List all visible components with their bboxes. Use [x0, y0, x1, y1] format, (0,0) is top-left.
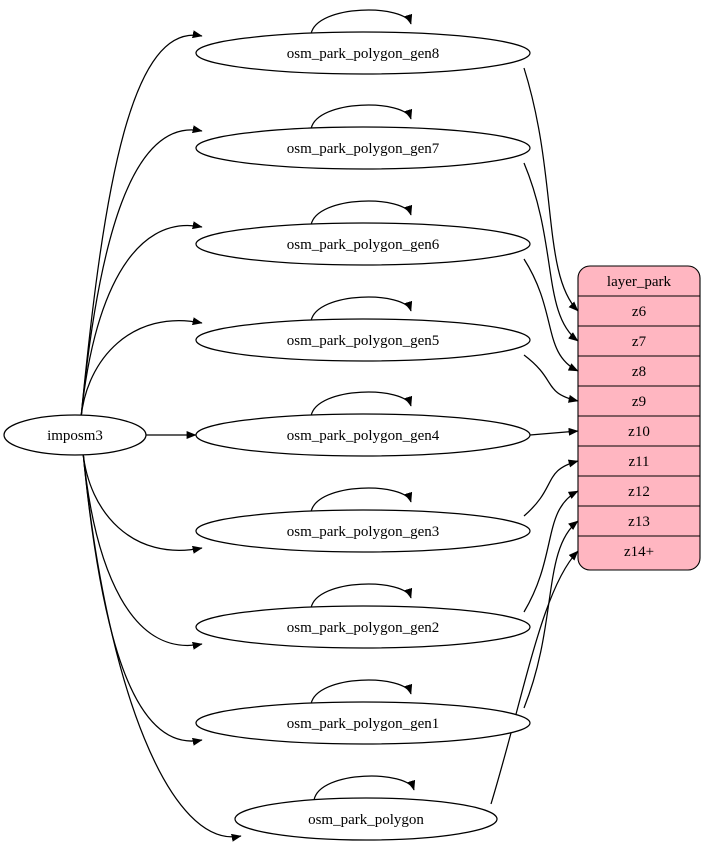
node-label-osm_park_polygon_gen7: osm_park_polygon_gen7	[287, 141, 440, 157]
table-row-label-z13[interactable]: z13	[628, 514, 650, 530]
table-header-label[interactable]: layer_park	[607, 274, 672, 290]
edge-imposm3-to-osm_park_polygon_gen8	[80, 30, 203, 419]
node-osm_park_polygon_gen6[interactable]	[195, 222, 531, 266]
edges-self-loops	[310, 9, 416, 801]
edge-osm_park_polygon_gen2-to-z12	[523, 490, 579, 613]
self-loop-osm_park_polygon_gen3	[310, 487, 413, 513]
edge-imposm3-to-osm_park_polygon	[82, 451, 242, 842]
table-row-label-z11[interactable]: z11	[628, 454, 649, 470]
node-label-osm_park_polygon_gen5: osm_park_polygon_gen5	[287, 333, 439, 349]
node-osm_park_polygon[interactable]	[234, 797, 498, 841]
self-loop-osm_park_polygon_gen7	[310, 104, 413, 130]
node-label-osm_park_polygon: osm_park_polygon	[308, 812, 424, 828]
self-loop-osm_park_polygon	[313, 775, 416, 801]
layer-park-table: layer_park z6 z7 z8 z9 z10 z11 z12 z13 z14+	[577, 265, 701, 571]
edge-osm_park_polygon_gen7-to-z7	[523, 162, 579, 342]
edge-imposm3-to-osm_park_polygon_gen6	[80, 221, 203, 419]
self-loop-osm_park_polygon_gen8	[310, 9, 413, 35]
table-row-label-z14+[interactable]: z14+	[624, 544, 654, 560]
edge-osm_park_polygon_gen8-to-z6	[523, 67, 579, 312]
node-label-osm_park_polygon_gen8: osm_park_polygon_gen8	[287, 46, 439, 62]
node-label-osm_park_polygon_gen2: osm_park_polygon_gen2	[287, 620, 439, 636]
node-label-imposm3: imposm3	[47, 428, 103, 444]
edge-osm_park_polygon_gen3-to-z11	[523, 459, 579, 517]
edge-imposm3-to-osm_park_polygon_gen5	[80, 317, 203, 419]
table-row-label-z9[interactable]: z9	[632, 394, 646, 410]
node-osm_park_polygon_gen5[interactable]	[195, 318, 531, 362]
edge-osm_park_polygon_gen5-to-z9	[523, 354, 579, 403]
node-osm_park_polygon_gen4[interactable]	[195, 413, 531, 457]
edge-imposm3-to-osm_park_polygon_gen7	[80, 125, 203, 419]
node-label-osm_park_polygon_gen3: osm_park_polygon_gen3	[287, 524, 439, 540]
table-row-label-z6[interactable]: z6	[632, 304, 647, 320]
node-osm_park_polygon_gen1[interactable]	[195, 701, 531, 745]
self-loop-osm_park_polygon_gen6	[310, 200, 413, 226]
node-group: osm_park_polygon_gen8 osm_park_polygon_ge…	[3, 31, 531, 841]
self-loop-osm_park_polygon_gen4	[310, 391, 413, 417]
edge-imposm3-to-osm_park_polygon_gen3	[82, 451, 203, 554]
edge-osm_park_polygon_gen1-to-z13	[523, 520, 579, 709]
table-row-label-z8[interactable]: z8	[632, 364, 646, 380]
self-loop-osm_park_polygon_gen5	[310, 296, 413, 322]
layer-park-body	[577, 265, 701, 571]
self-loop-osm_park_polygon_gen2	[310, 583, 413, 609]
node-osm_park_polygon_gen7[interactable]	[195, 126, 531, 170]
node-label-osm_park_polygon_gen1: osm_park_polygon_gen1	[287, 716, 439, 732]
node-label-osm_park_polygon_gen4: osm_park_polygon_gen4	[287, 428, 440, 444]
node-osm_park_polygon_gen2[interactable]	[195, 605, 531, 649]
table-row-label-z10[interactable]: z10	[628, 424, 650, 440]
node-osm_park_polygon_gen3[interactable]	[195, 509, 531, 553]
node-label-osm_park_polygon_gen6: osm_park_polygon_gen6	[287, 237, 440, 253]
table-row-label-z12[interactable]: z12	[628, 484, 650, 500]
table-row-label-z7[interactable]: z7	[632, 334, 647, 350]
edges-from-imposm3	[80, 30, 242, 842]
edge-osm_park_polygon-to-z14+	[490, 550, 579, 805]
edge-osm_park_polygon_gen6-to-z8	[523, 258, 579, 372]
edge-imposm3-to-osm_park_polygon_gen1	[82, 451, 203, 746]
edge-osm_park_polygon_gen4-to-z10	[529, 427, 579, 436]
edges-to-layer-table	[490, 67, 579, 805]
node-imposm3[interactable]	[3, 414, 147, 456]
self-loop-osm_park_polygon_gen1	[310, 679, 413, 705]
edge-imposm3-to-osm_park_polygon_gen2	[82, 451, 203, 650]
node-osm_park_polygon_gen8[interactable]	[195, 31, 531, 75]
